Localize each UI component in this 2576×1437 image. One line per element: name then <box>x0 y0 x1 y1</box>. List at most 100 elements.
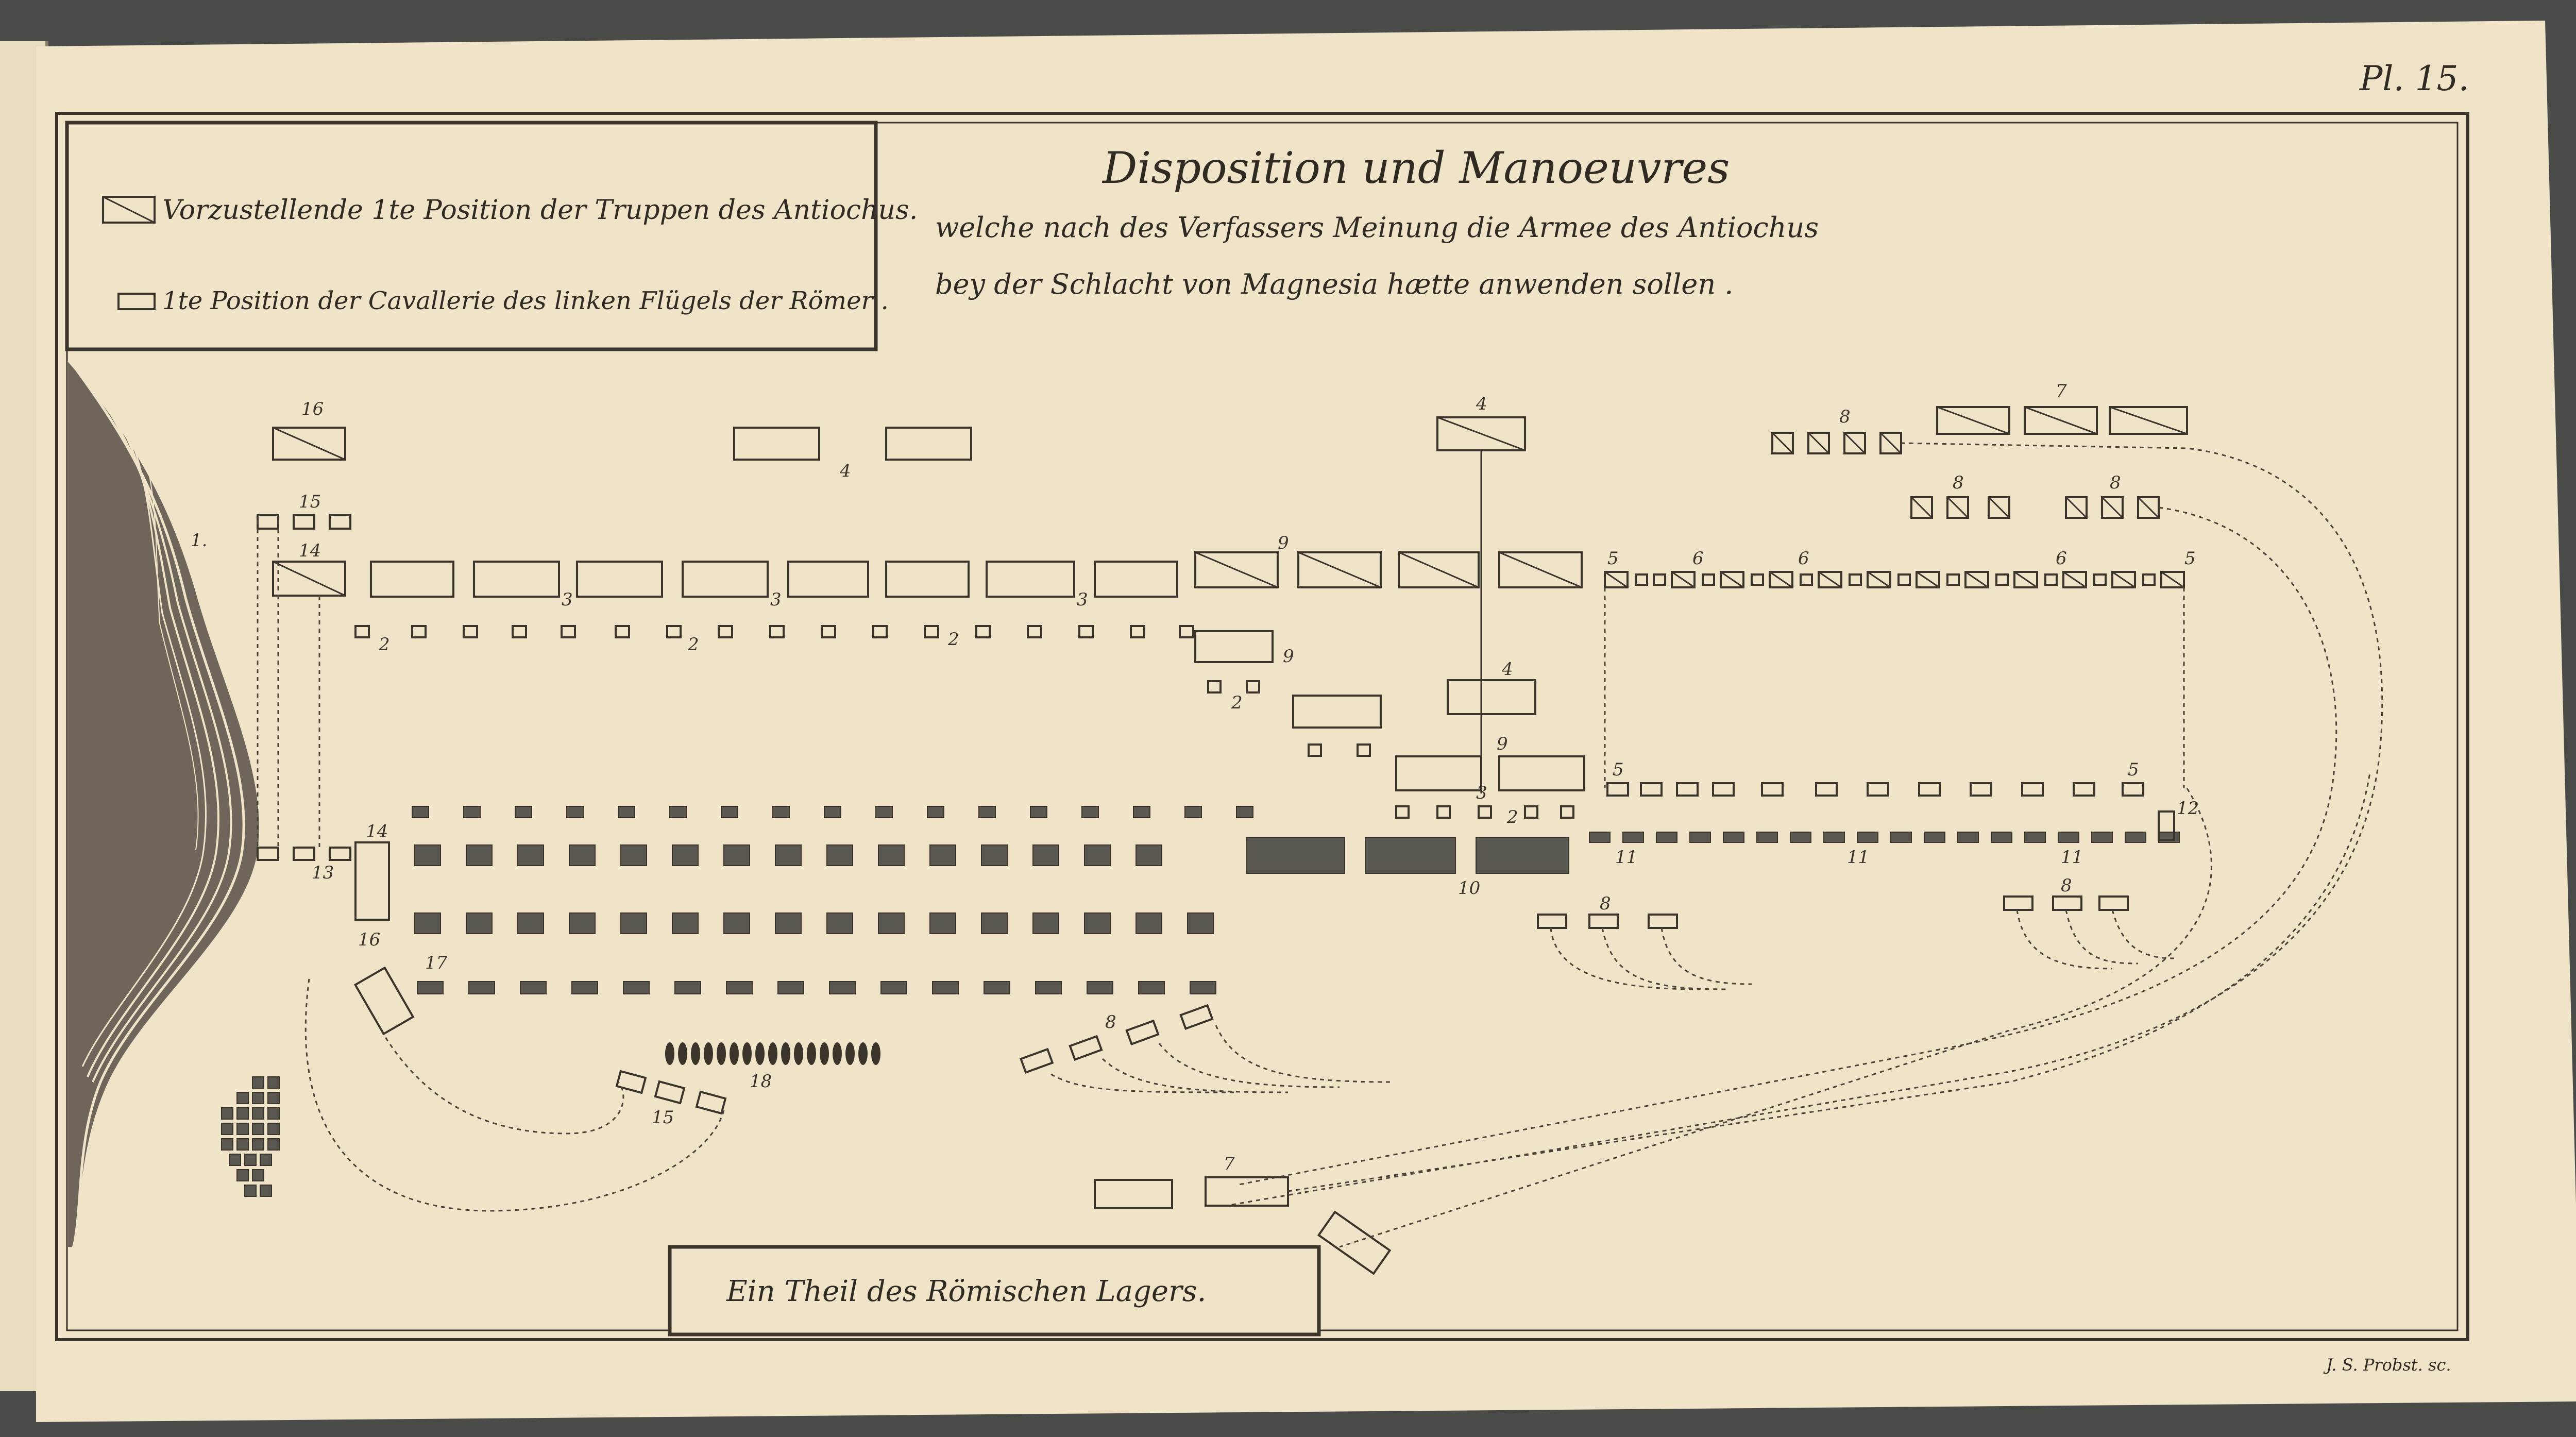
legend-swatch-roman-cavalry-icon <box>117 293 156 310</box>
label-8-a: 8 <box>1839 407 1851 427</box>
legend-box: Vorzustellende 1te Position der Truppen … <box>65 121 918 351</box>
roman-cavalry-8-right-routes <box>1550 909 2175 990</box>
unit-9-b <box>1194 630 1274 663</box>
label-14-top: 14 <box>299 540 321 561</box>
label-3-d: 3 <box>1476 783 1487 803</box>
label-11-c: 11 <box>2061 847 2083 868</box>
legend-swatch-antiochus-icon <box>102 196 156 224</box>
elephants-18 <box>665 1042 880 1065</box>
roman-cavalry-8-right <box>1537 895 2129 929</box>
unit-9-c <box>1292 695 1382 729</box>
label-4-left: 4 <box>839 461 851 481</box>
label-5-b: 5 <box>2184 548 2196 569</box>
label-2-c: 2 <box>947 629 959 650</box>
map-title: Disposition und Manoeuvres <box>1101 143 1730 193</box>
paper-sheet <box>36 21 2576 1422</box>
label-1: 1. <box>191 530 207 551</box>
roman-triarii-line <box>417 981 1216 994</box>
light-troops-2-lower <box>1308 743 1371 757</box>
light-troops-2-mid <box>1207 680 1260 694</box>
route-16 <box>304 978 725 1212</box>
legend-item-antiochus: Vorzustellende 1te Position der Truppen … <box>162 195 918 226</box>
unit-4-left-a <box>733 427 820 461</box>
route-line-2 <box>1236 506 2337 1186</box>
unit-7-top <box>1936 406 2188 435</box>
label-17: 17 <box>425 953 448 973</box>
engraver-signature: J. S. Probst. sc. <box>2323 1355 2451 1375</box>
label-4-lower: 4 <box>1501 659 1513 680</box>
unit-9-d <box>1395 755 1482 791</box>
label-6-c: 6 <box>2056 548 2067 569</box>
unit-7-rotated <box>1317 1210 1392 1275</box>
light-troops-2-center <box>1395 805 1574 819</box>
roman-cavalry-line-11 <box>1589 832 2180 843</box>
label-3-c: 3 <box>1077 589 1088 610</box>
label-13: 13 <box>312 863 334 883</box>
unit-13-row <box>257 847 351 861</box>
label-6-a: 6 <box>1692 548 1704 569</box>
label-11-b: 11 <box>1847 847 1869 868</box>
map-subtitle-line2: bey der Schlacht von Magnesia hætte anwe… <box>935 268 1733 300</box>
label-5-c: 5 <box>1613 759 1624 780</box>
label-9-a: 9 <box>1278 533 1289 553</box>
roman-camp-label: Ein Theil des Römischen Lagers. <box>726 1275 1206 1308</box>
unit-4-lower <box>1447 679 1536 715</box>
label-16-lower: 16 <box>358 929 380 950</box>
route-line-3 <box>1339 788 2212 1248</box>
roman-formation-left <box>221 1076 280 1197</box>
label-8-c: 8 <box>2110 472 2121 493</box>
route-line-1 <box>1226 442 2383 1207</box>
label-4-center: 4 <box>1476 394 1487 414</box>
label-2-a: 2 <box>378 634 390 655</box>
unit-4-left-b <box>885 427 972 461</box>
unit-14-top <box>272 561 346 597</box>
river <box>67 361 259 1247</box>
label-9-b: 9 <box>1283 646 1294 667</box>
legend-item-roman-cavalry: 1te Position der Cavallerie des linken F… <box>162 286 889 315</box>
label-2-d: 2 <box>1231 692 1243 713</box>
label-18: 18 <box>750 1071 772 1092</box>
label-3-a: 3 <box>562 589 573 610</box>
left-flank-lines <box>257 520 320 848</box>
light-troops-row-2 <box>354 625 1194 638</box>
unit-15-lower <box>615 1070 727 1115</box>
label-7-top: 7 <box>2056 381 2067 401</box>
unit-16-lower <box>353 966 415 1036</box>
unit-9-e <box>1498 755 1585 791</box>
label-14-lower: 14 <box>366 821 388 842</box>
right-wing-line-5-6 <box>1604 571 2185 588</box>
label-8-b: 8 <box>1953 472 1964 493</box>
label-2-b: 2 <box>687 634 699 655</box>
label-8-d: 8 <box>1600 893 1611 914</box>
unit-7-bottom-b <box>1205 1176 1289 1207</box>
route-15-lower <box>380 1030 624 1135</box>
cavalry-8-lower <box>1019 1004 1214 1074</box>
unit-7-bottom-a <box>1094 1179 1173 1209</box>
label-15-lower: 15 <box>652 1107 674 1128</box>
label-8-e: 8 <box>2061 875 2072 896</box>
label-5-a: 5 <box>1607 548 1619 569</box>
label-9-c: 9 <box>1497 734 1508 754</box>
unit-16-top <box>272 427 346 461</box>
label-15: 15 <box>299 492 321 512</box>
roman-principes-line <box>414 912 1214 934</box>
plate-number: Pl. 15. <box>2359 59 2469 98</box>
antiochus-line-1 <box>370 551 1583 598</box>
cavalry-8-mid <box>1910 496 2160 519</box>
label-10: 10 <box>1458 878 1480 899</box>
unit-14-lower <box>354 841 390 921</box>
map-frame <box>55 112 2469 1341</box>
right-wing-row-5 <box>1606 782 2144 797</box>
map-subtitle-line1: welche nach des Verfassers Meinung die A… <box>935 211 1819 244</box>
right-wing-frame-lines <box>1604 587 2185 788</box>
roman-front-row <box>412 806 1253 818</box>
roman-camp-box <box>668 1245 1321 1337</box>
label-3-b: 3 <box>770 589 782 610</box>
label-7-bottom: 7 <box>1224 1154 1235 1174</box>
label-12: 12 <box>2177 798 2199 819</box>
unit-12 <box>2158 810 2175 841</box>
label-16-top: 16 <box>301 399 324 419</box>
label-5-d: 5 <box>2128 759 2139 780</box>
label-6-b: 6 <box>1798 548 1809 569</box>
